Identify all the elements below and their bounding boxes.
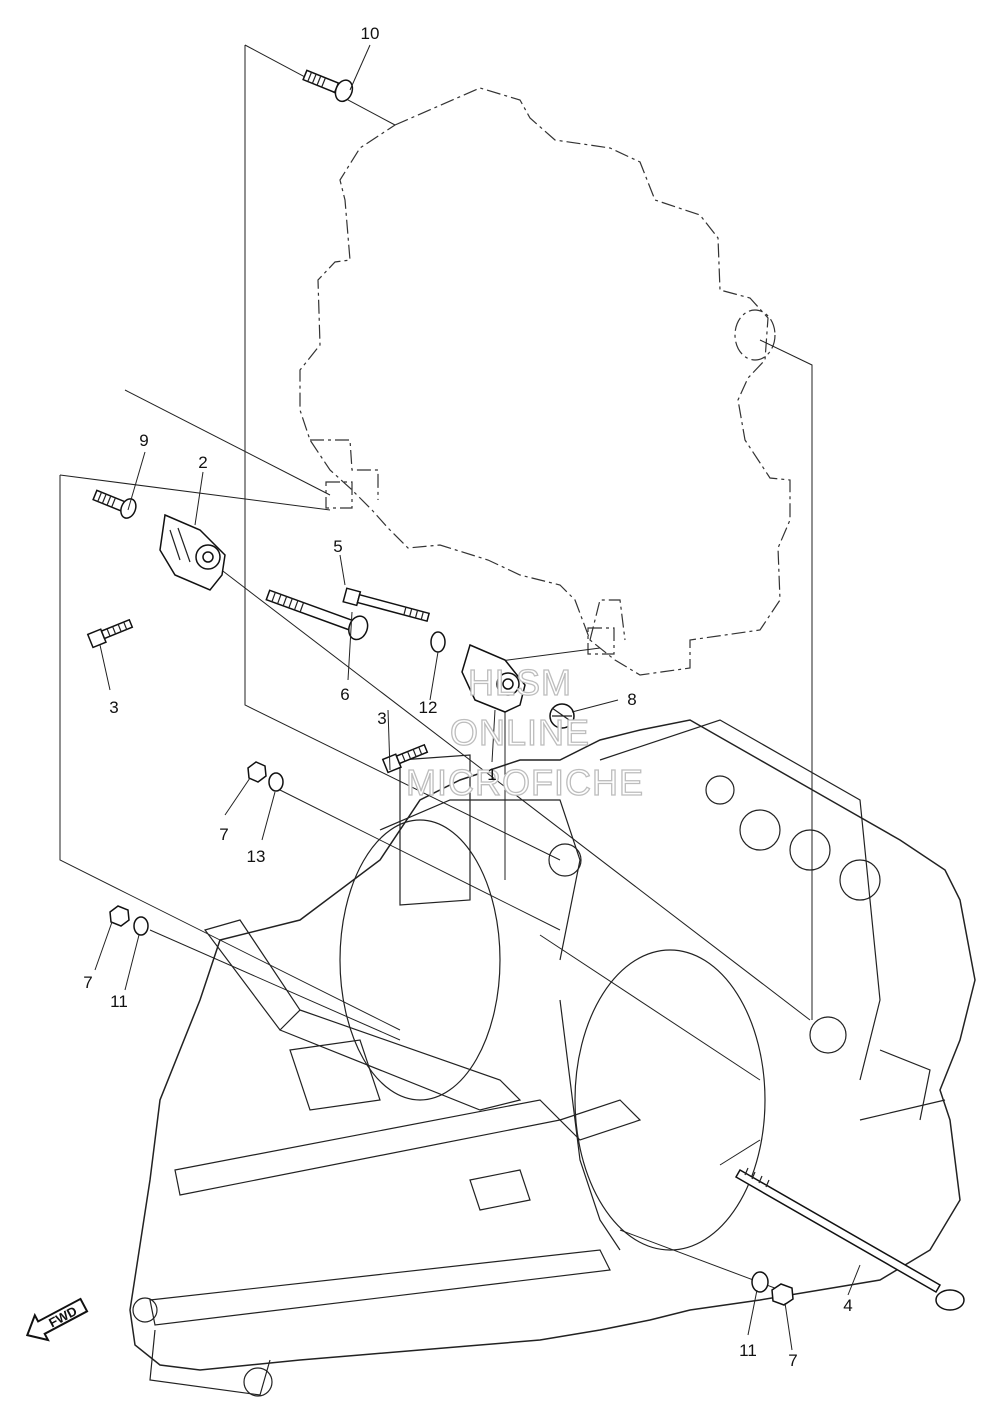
callout-label: 9 xyxy=(139,431,148,450)
nut-7-left xyxy=(109,905,130,927)
callout-label: 3 xyxy=(109,698,118,717)
nut-8 xyxy=(549,703,575,729)
callout-label: 6 xyxy=(340,685,349,704)
washer-11-left xyxy=(133,916,149,936)
fwd-label: FWD xyxy=(46,1303,79,1330)
callout-label: 7 xyxy=(219,825,228,844)
callout-label: 7 xyxy=(788,1351,797,1370)
callout-label: 5 xyxy=(333,537,342,556)
callout-label: 2 xyxy=(198,453,207,472)
callout-label: 10 xyxy=(361,24,380,43)
washer-12 xyxy=(430,631,446,653)
vehicle-frame xyxy=(129,719,976,1397)
callout-label: 4 xyxy=(843,1296,852,1315)
nut-7-upper xyxy=(247,761,267,783)
watermark-line-3: MICROFICHE xyxy=(406,762,644,803)
callout-label: 11 xyxy=(110,992,128,1011)
washer-11-bottom xyxy=(751,1271,769,1293)
bolt-10 xyxy=(302,69,354,103)
callout-label: 12 xyxy=(419,698,438,717)
watermark-line-2: ONLINE xyxy=(450,712,590,753)
bolt-6 xyxy=(265,589,369,641)
engine-outline xyxy=(299,87,791,676)
callout-labels: 10 9 2 5 3 6 12 3 1 8 7 13 7 11 4 11 7 xyxy=(83,24,852,1370)
callout-label: 1 xyxy=(487,765,496,784)
callout-label: 7 xyxy=(83,973,92,992)
bolt-3-left xyxy=(86,618,134,649)
bolt-9 xyxy=(92,489,137,519)
bolt-3-right xyxy=(381,743,429,774)
through-bolt-4 xyxy=(734,1167,965,1311)
engine-mount-bracket-1 xyxy=(461,643,526,713)
callout-label: 8 xyxy=(627,690,636,709)
callout-leaders xyxy=(94,44,861,1351)
fwd-direction-arrow: FWD xyxy=(25,1297,89,1342)
engine-mount-bracket-2 xyxy=(159,513,226,591)
nut-7-bottom xyxy=(771,1283,794,1306)
watermark: HLSM ONLINE MICROFICHE xyxy=(405,661,644,803)
bolt-5 xyxy=(342,587,431,623)
callout-label: 11 xyxy=(739,1341,757,1360)
callout-label: 3 xyxy=(377,709,386,728)
assembly-guide-lines xyxy=(59,44,813,1291)
watermark-line-1: HLSM xyxy=(468,662,572,703)
callout-label: 13 xyxy=(247,847,266,866)
washer-13 xyxy=(268,772,284,792)
